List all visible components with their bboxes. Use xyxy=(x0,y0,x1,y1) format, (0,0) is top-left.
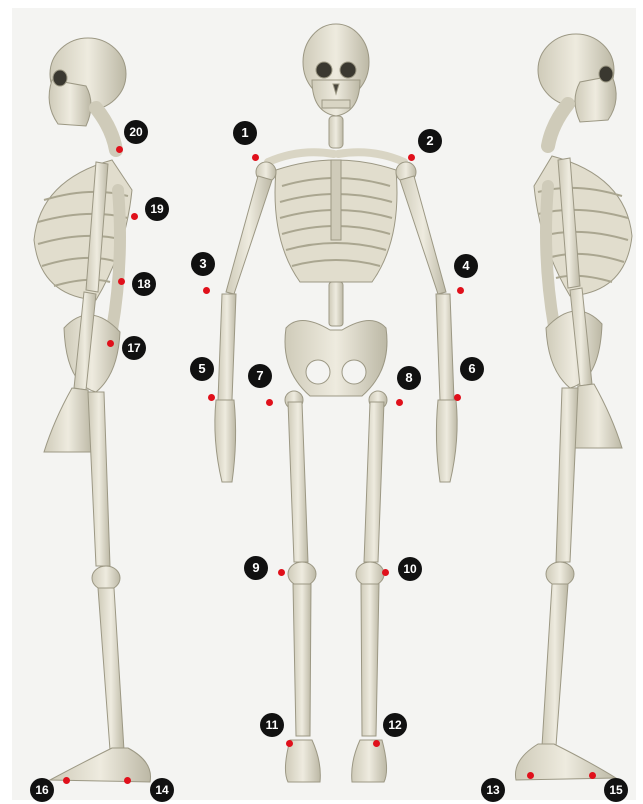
marker-dot-15 xyxy=(589,772,596,779)
marker-label-3: 3 xyxy=(191,252,215,276)
marker-dot-5 xyxy=(208,394,215,401)
marker-label-13: 13 xyxy=(481,778,505,802)
marker-dot-8 xyxy=(396,399,403,406)
marker-dot-7 xyxy=(266,399,273,406)
marker-dot-11 xyxy=(286,740,293,747)
marker-dot-16 xyxy=(63,777,70,784)
marker-dot-6 xyxy=(454,394,461,401)
marker-dot-9 xyxy=(278,569,285,576)
marker-dot-3 xyxy=(203,287,210,294)
marker-label-1: 1 xyxy=(233,121,257,145)
skeleton-side-view-right xyxy=(515,34,632,780)
marker-label-12: 12 xyxy=(383,713,407,737)
marker-label-9: 9 xyxy=(244,556,268,580)
marker-label-6: 6 xyxy=(460,357,484,381)
marker-label-2: 2 xyxy=(418,129,442,153)
marker-label-20: 20 xyxy=(124,120,148,144)
marker-dot-2 xyxy=(408,154,415,161)
marker-label-15: 15 xyxy=(604,778,628,802)
marker-label-7: 7 xyxy=(248,364,272,388)
marker-label-11: 11 xyxy=(260,713,284,737)
marker-dot-18 xyxy=(118,278,125,285)
marker-dot-14 xyxy=(124,777,131,784)
marker-label-10: 10 xyxy=(398,557,422,581)
skeleton-side-view-left xyxy=(34,38,151,782)
marker-dot-13 xyxy=(527,772,534,779)
marker-dot-17 xyxy=(107,340,114,347)
marker-dot-10 xyxy=(382,569,389,576)
marker-label-17: 17 xyxy=(122,336,146,360)
marker-dot-20 xyxy=(116,146,123,153)
marker-label-18: 18 xyxy=(132,272,156,296)
marker-dot-1 xyxy=(252,154,259,161)
marker-label-14: 14 xyxy=(150,778,174,802)
marker-label-8: 8 xyxy=(397,366,421,390)
marker-label-16: 16 xyxy=(30,778,54,802)
marker-dot-4 xyxy=(457,287,464,294)
marker-label-19: 19 xyxy=(145,197,169,221)
marker-dot-19 xyxy=(131,213,138,220)
marker-label-5: 5 xyxy=(190,357,214,381)
marker-label-4: 4 xyxy=(454,254,478,278)
marker-dot-12 xyxy=(373,740,380,747)
